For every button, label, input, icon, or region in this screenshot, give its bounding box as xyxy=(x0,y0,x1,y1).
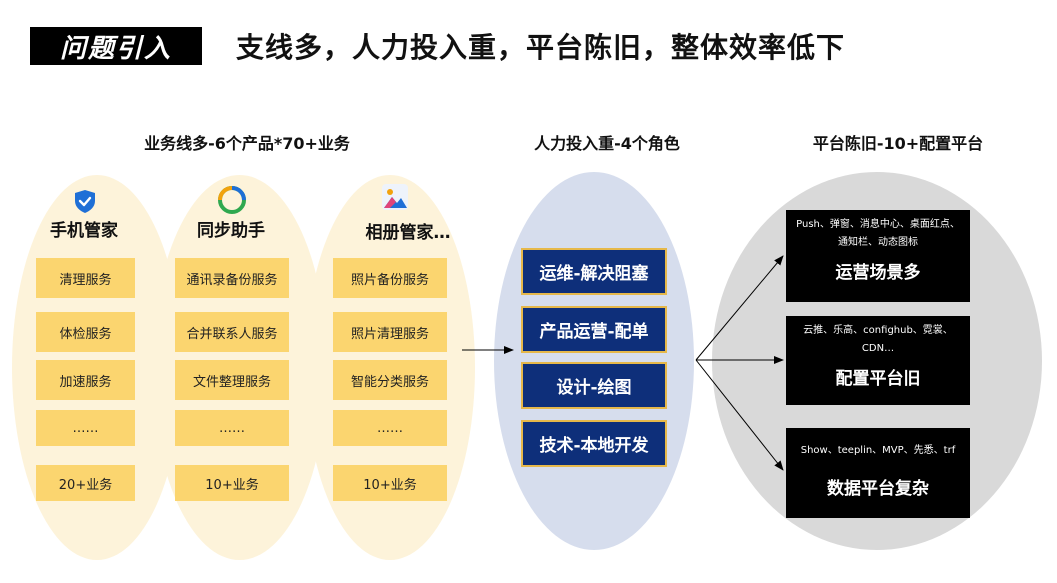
platform-desc: Push、弹窗、消息中心、桌面红点、通知栏、动态图标 xyxy=(796,219,960,248)
service-box: 体检服务 xyxy=(36,312,135,352)
sync-icon xyxy=(218,186,246,214)
role-box-tech: 技术-本地开发 xyxy=(521,420,667,467)
service-box: 文件整理服务 xyxy=(175,360,289,400)
section-tag: 问题引入 xyxy=(30,27,202,65)
business-section-title: 业务线多-6个产品*70+业务 xyxy=(144,134,350,153)
platform-box-operation-scenarios: Push、弹窗、消息中心、桌面红点、通知栏、动态图标 运营场景多 xyxy=(786,210,970,302)
product-name-phone-manager: 手机管家 xyxy=(50,221,118,241)
photo-icon xyxy=(381,183,408,210)
arrow-to-platform-1 xyxy=(695,255,784,361)
platform-box-data-platform: Show、teeplin、MVP、先悉、trf 数据平台复杂 xyxy=(786,428,970,518)
roles-ellipse xyxy=(494,172,694,550)
service-box: 通讯录备份服务 xyxy=(175,258,289,298)
service-box: 清理服务 xyxy=(36,258,135,298)
platform-title: 配置平台旧 xyxy=(835,369,921,389)
service-box: …… xyxy=(175,410,289,446)
service-box: 加速服务 xyxy=(36,360,135,400)
shield-icon xyxy=(72,188,98,214)
service-box: 10+业务 xyxy=(175,465,289,501)
role-box-ops: 运维-解决阻塞 xyxy=(521,248,667,295)
service-box: 20+业务 xyxy=(36,465,135,501)
service-box: 智能分类服务 xyxy=(333,360,447,400)
role-box-product-operations: 产品运营-配单 xyxy=(521,306,667,353)
platform-box-config-platform: 云推、乐高、confighub、霓裳、CDN… 配置平台旧 xyxy=(786,316,970,405)
service-box: 合并联系人服务 xyxy=(175,312,289,352)
manpower-section-title: 人力投入重-4个角色 xyxy=(534,134,680,153)
service-box: …… xyxy=(333,410,447,446)
platform-desc: 云推、乐高、confighub、霓裳、CDN… xyxy=(803,325,953,354)
service-box: 照片备份服务 xyxy=(333,258,447,298)
product-name-sync-assistant: 同步助手 xyxy=(197,221,265,241)
service-box: 照片清理服务 xyxy=(333,312,447,352)
service-box: 10+业务 xyxy=(333,465,447,501)
service-box: …… xyxy=(36,410,135,446)
product-name-album-manager: 相册管家… xyxy=(365,223,451,243)
platform-title: 数据平台复杂 xyxy=(827,479,929,499)
platform-title: 运营场景多 xyxy=(835,263,921,283)
platform-desc: Show、teeplin、MVP、先悉、trf xyxy=(800,445,956,456)
platform-section-title: 平台陈旧-10+配置平台 xyxy=(812,134,984,153)
page-title: 支线多，人力投入重，平台陈旧，整体效率低下 xyxy=(236,31,846,64)
arrow-to-platform-3 xyxy=(695,359,784,471)
role-box-design: 设计-绘图 xyxy=(521,362,667,409)
